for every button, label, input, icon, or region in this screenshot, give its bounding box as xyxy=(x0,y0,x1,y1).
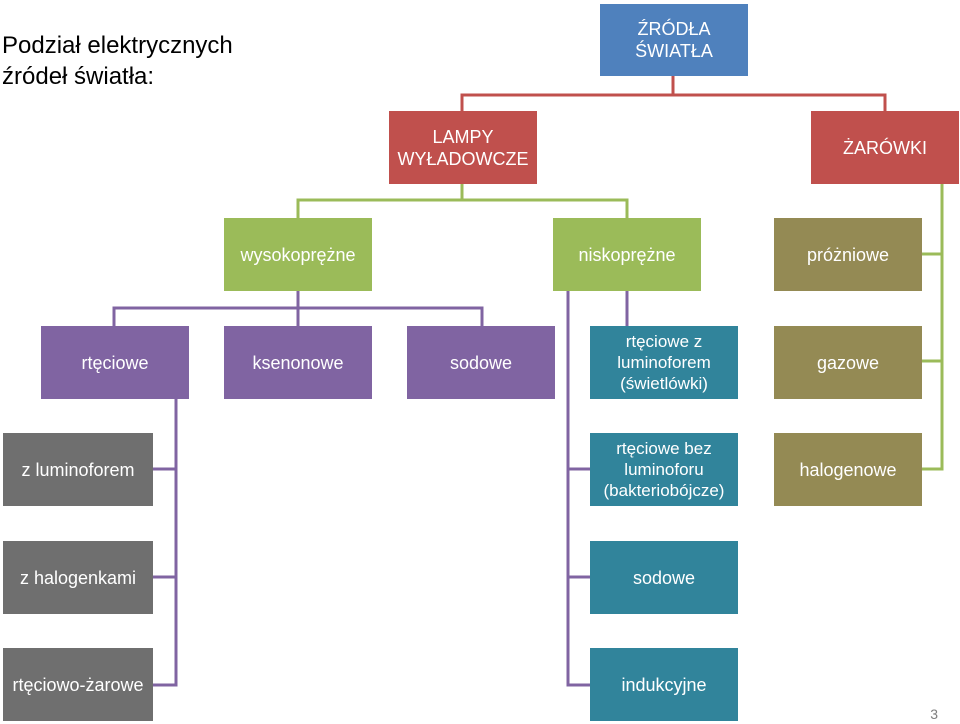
node-z-halogenkami-label: z halogenkami xyxy=(19,567,137,588)
node-zrodla-swiatla: ŹRÓDŁA ŚWIATŁA xyxy=(600,4,748,76)
node-prozniowe: próżniowe xyxy=(774,218,922,291)
node-indukcyjne-label: indukcyjne xyxy=(621,674,707,695)
connector-zarowki-sub xyxy=(922,184,944,471)
node-zrodla-swiatla-label: ŹRÓDŁA ŚWIATŁA xyxy=(635,19,713,61)
connector-lampy-children xyxy=(296,184,464,218)
node-niskoprezne: niskoprężne xyxy=(553,218,701,291)
connector-wysokoprezne-sodowe xyxy=(298,306,484,326)
node-rteciowo-zarowe: rtęciowo-żarowe xyxy=(3,648,153,721)
connector-lampy-niskoprezne xyxy=(462,198,629,218)
slide-title: Podział elektrycznych źródeł światła: xyxy=(2,30,302,92)
node-wysokoprezne-label: wysokoprężne xyxy=(240,244,356,265)
slide-title-line-2: źródeł światła: xyxy=(2,63,155,90)
node-rteciowo-zarowe-label: rtęciowo-żarowe xyxy=(12,674,144,695)
node-ksenonowe: ksenonowe xyxy=(224,326,372,399)
node-gazowe: gazowe xyxy=(774,326,922,399)
node-rteciowe: rtęciowe xyxy=(41,326,189,399)
node-rteciowe-z-luminoforem: rtęciowe z luminoforem (świetlówki) xyxy=(590,326,738,399)
node-zarowki-label: ŻARÓWKI xyxy=(843,137,927,158)
node-sodowe: sodowe xyxy=(407,326,555,399)
node-rteciowe-bez-luminoforu-label: rtęciowe bez luminoforu (bakteriobójcze) xyxy=(603,439,725,500)
node-rteciowe-z-luminoforem-label: rtęciowe z luminoforem (świetlówki) xyxy=(617,332,711,393)
node-lampy-wyladowcze-label: LAMPY WYŁADOWCZE xyxy=(397,126,529,169)
node-wysokoprezne: wysokoprężne xyxy=(224,218,372,291)
node-sodowe-nisko: sodowe xyxy=(590,541,738,614)
connector-root-children xyxy=(460,76,675,111)
connector-niskoprezne-sub xyxy=(566,291,590,687)
node-indukcyjne: indukcyjne xyxy=(590,648,738,721)
node-lampy-wyladowcze: LAMPY WYŁADOWCZE xyxy=(389,111,537,184)
node-gazowe-label: gazowe xyxy=(816,352,880,373)
node-sodowe-label: sodowe xyxy=(449,352,513,373)
connector-root-zarowki xyxy=(673,93,887,111)
node-ksenonowe-label: ksenonowe xyxy=(252,352,344,373)
node-zarowki: ŻARÓWKI xyxy=(811,111,959,184)
node-z-luminoforem: z luminoforem xyxy=(3,433,153,506)
node-niskoprezne-label: niskoprężne xyxy=(578,244,676,265)
node-z-luminoforem-label: z luminoforem xyxy=(21,459,135,480)
node-rteciowe-label: rtęciowe xyxy=(81,352,149,373)
node-halogenowe-label: halogenowe xyxy=(799,459,897,480)
connector-wysokoprezne-children xyxy=(112,291,300,326)
node-prozniowe-label: próżniowe xyxy=(806,244,890,265)
connector-rteciowe-sub xyxy=(153,399,178,687)
node-z-halogenkami: z halogenkami xyxy=(3,541,153,614)
node-halogenowe: halogenowe xyxy=(774,433,922,506)
slide-title-line-1: Podział elektrycznych xyxy=(2,32,233,59)
node-rteciowe-bez-luminoforu: rtęciowe bez luminoforu (bakteriobójcze) xyxy=(590,433,738,506)
node-sodowe-nisko-label: sodowe xyxy=(632,567,696,588)
page-number: 3 xyxy=(930,706,938,722)
